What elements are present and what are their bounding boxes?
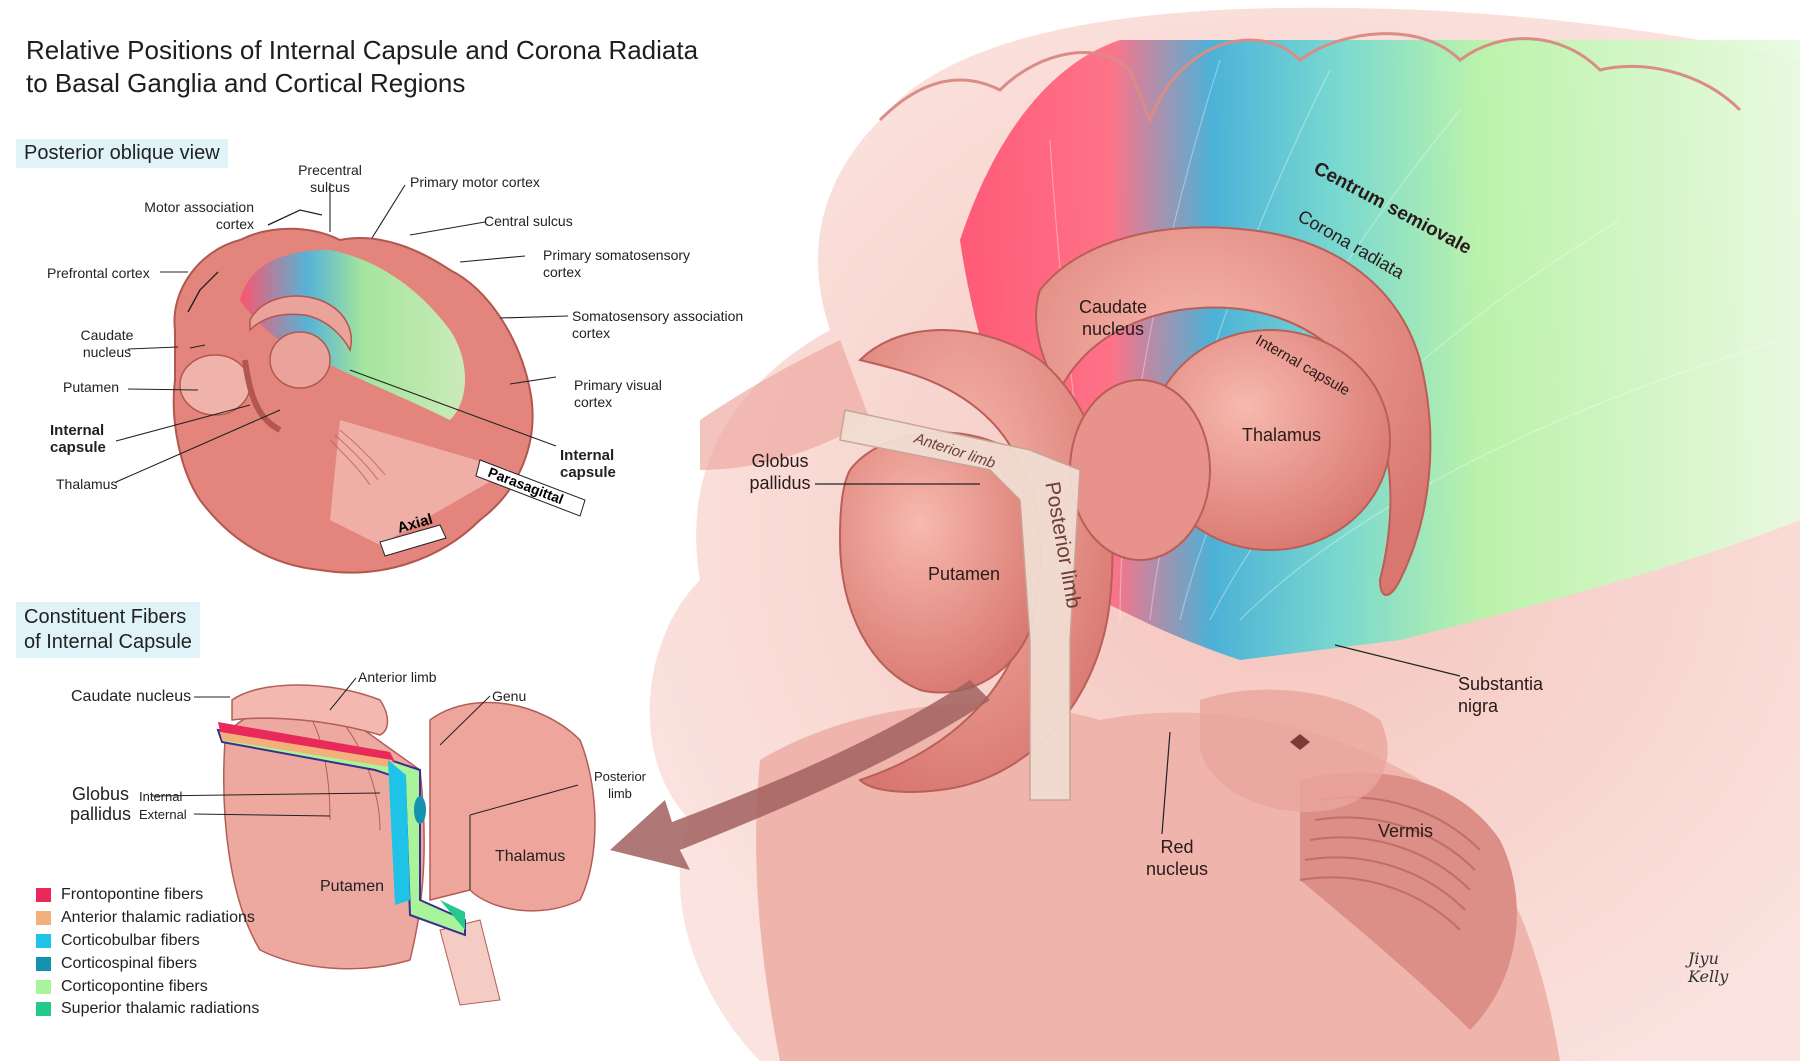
page-title: Relative Positions of Internal Capsule a… bbox=[26, 34, 698, 100]
motor-assoc-line1: Motor association bbox=[144, 199, 254, 215]
precentral-line2: sulcus bbox=[310, 179, 350, 195]
legend-label: Frontopontine fibers bbox=[61, 886, 204, 904]
label-somatosensory-association: Somatosensory association cortex bbox=[572, 308, 743, 342]
section-heading-oblique: Posterior oblique view bbox=[16, 139, 228, 168]
label-genu: Genu bbox=[492, 688, 527, 704]
caudate-oblique-line1: Caudate bbox=[80, 327, 134, 343]
caudate-nucleus bbox=[1035, 226, 1432, 596]
posterior-limb-line2: limb bbox=[608, 786, 632, 801]
red-nucleus-line1: Red bbox=[1160, 837, 1194, 857]
globus-main-line1: Globus bbox=[751, 451, 809, 471]
label-putamen-oblique: Putamen bbox=[63, 379, 120, 395]
legend-item: Corticopontine fibers bbox=[36, 975, 259, 998]
legend-swatch bbox=[36, 933, 51, 948]
caudate-main-line2: nucleus bbox=[1081, 319, 1145, 339]
legend-item: Superior thalamic radiations bbox=[36, 998, 259, 1021]
legend-label: Corticobulbar fibers bbox=[61, 931, 200, 949]
label-thalamus-oblique: Thalamus bbox=[56, 476, 118, 492]
globus-constituent-line1: Globus bbox=[72, 784, 130, 804]
legend-item: Frontopontine fibers bbox=[36, 884, 259, 907]
legend-swatch bbox=[36, 979, 51, 994]
legend-swatch bbox=[36, 888, 51, 903]
somato-assoc-line1: Somatosensory association bbox=[572, 308, 744, 324]
label-caudate-nucleus-oblique: Caudate nucleus bbox=[72, 327, 142, 361]
label-red-nucleus: Red nucleus bbox=[1142, 836, 1212, 880]
globus-constituent-line2: pallidus bbox=[70, 804, 132, 824]
label-globus-main: Globus pallidus bbox=[740, 450, 820, 494]
legend-swatch bbox=[36, 1002, 51, 1017]
internal-capsule-right-line2: capsule bbox=[560, 464, 616, 481]
label-internal-gp: Internal bbox=[139, 789, 183, 804]
motor-assoc-line2: cortex bbox=[215, 216, 254, 232]
primary-visual-line1: Primary visual bbox=[574, 377, 662, 393]
globus-main-line2: pallidus bbox=[749, 473, 811, 493]
artist-signature: Jiyu Kelly bbox=[1688, 950, 1728, 986]
label-central-sulcus: Central sulcus bbox=[484, 213, 573, 229]
label-thalamus-constituent: Thalamus bbox=[495, 848, 566, 865]
primary-somato-line2: cortex bbox=[543, 264, 582, 280]
primary-somato-line1: Primary somatosensory bbox=[543, 247, 691, 263]
label-prefrontal-cortex: Prefrontal cortex bbox=[47, 265, 150, 281]
legend-label: Superior thalamic radiations bbox=[61, 1000, 260, 1018]
section-heading-constituent: Constituent Fibers of Internal Capsule bbox=[16, 602, 200, 658]
label-posterior-limb-constituent: Posterior limb bbox=[590, 768, 650, 802]
label-vermis: Vermis bbox=[1378, 821, 1434, 841]
label-external-gp: External bbox=[139, 807, 187, 822]
somato-assoc-line2: cortex bbox=[572, 325, 611, 341]
posterior-limb-line1: Posterior bbox=[593, 769, 647, 784]
legend-swatch bbox=[36, 956, 51, 971]
legend-swatch bbox=[36, 911, 51, 926]
precentral-line1: Precentral bbox=[298, 162, 362, 178]
internal-capsule-limbs bbox=[839, 409, 1081, 801]
legend-item: Anterior thalamic radiations bbox=[36, 907, 259, 930]
internal-capsule-left-line2: capsule bbox=[50, 439, 106, 456]
label-primary-visual-cortex: Primary visual cortex bbox=[574, 377, 662, 411]
label-caudate-main: Caudate nucleus bbox=[1068, 296, 1158, 340]
legend-label: Corticopontine fibers bbox=[61, 977, 208, 995]
title-line2: to Basal Ganglia and Cortical Regions bbox=[26, 68, 466, 98]
signature-line1: Jiyu bbox=[1688, 949, 1719, 968]
legend-item: Corticobulbar fibers bbox=[36, 930, 259, 953]
title-line1: Relative Positions of Internal Capsule a… bbox=[26, 35, 699, 65]
caudate-main-line1: Caudate bbox=[1078, 297, 1148, 317]
label-internal-capsule-left: Internal capsule bbox=[50, 422, 106, 456]
label-internal-capsule-right: Internal capsule bbox=[560, 447, 616, 481]
constituent-figure bbox=[151, 677, 596, 1006]
oblique-brain-figure: Axial Parasagittal bbox=[115, 183, 586, 574]
label-precentral-sulcus: Precentral sulcus bbox=[295, 162, 365, 196]
legend-item: Corticospinal fibers bbox=[36, 952, 259, 975]
substantia-line1: Substantia bbox=[1458, 674, 1544, 694]
fiber-legend: Frontopontine fibers Anterior thalamic r… bbox=[36, 884, 259, 1021]
label-caudate-constituent: Caudate nucleus bbox=[71, 688, 192, 705]
putamen bbox=[838, 431, 1042, 694]
primary-visual-line2: cortex bbox=[574, 394, 613, 410]
signature-line2: Kelly bbox=[1688, 967, 1729, 986]
label-motor-association: Motor association cortex bbox=[134, 199, 254, 233]
constituent-heading-line2: of Internal Capsule bbox=[24, 631, 192, 653]
label-anterior-limb-constituent: Anterior limb bbox=[358, 669, 437, 685]
substantia-line2: nigra bbox=[1458, 696, 1499, 716]
constituent-heading-line1: Constituent Fibers bbox=[24, 606, 187, 628]
label-putamen-main: Putamen bbox=[928, 564, 1001, 584]
oblique-fiber-fan bbox=[240, 250, 465, 420]
internal-capsule-right-line1: Internal bbox=[560, 447, 615, 464]
label-primary-motor-cortex: Primary motor cortex bbox=[410, 174, 540, 190]
caudate-oblique-line2: nucleus bbox=[82, 344, 132, 360]
label-thalamus-main: Thalamus bbox=[1242, 425, 1322, 445]
pointer-arrow bbox=[610, 680, 990, 870]
internal-capsule-left-line1: Internal bbox=[50, 422, 105, 439]
legend-label: Anterior thalamic radiations bbox=[61, 909, 255, 927]
label-substantia-nigra: Substantia nigra bbox=[1458, 673, 1543, 717]
legend-label: Corticospinal fibers bbox=[61, 954, 198, 972]
constituent-thalamus bbox=[429, 701, 596, 912]
label-putamen-constituent: Putamen bbox=[320, 878, 385, 895]
label-primary-somatosensory: Primary somatosensory cortex bbox=[543, 247, 690, 281]
label-globus-pallidus-constituent: Globus pallidus bbox=[70, 784, 131, 824]
red-nucleus-line2: nucleus bbox=[1145, 859, 1209, 879]
